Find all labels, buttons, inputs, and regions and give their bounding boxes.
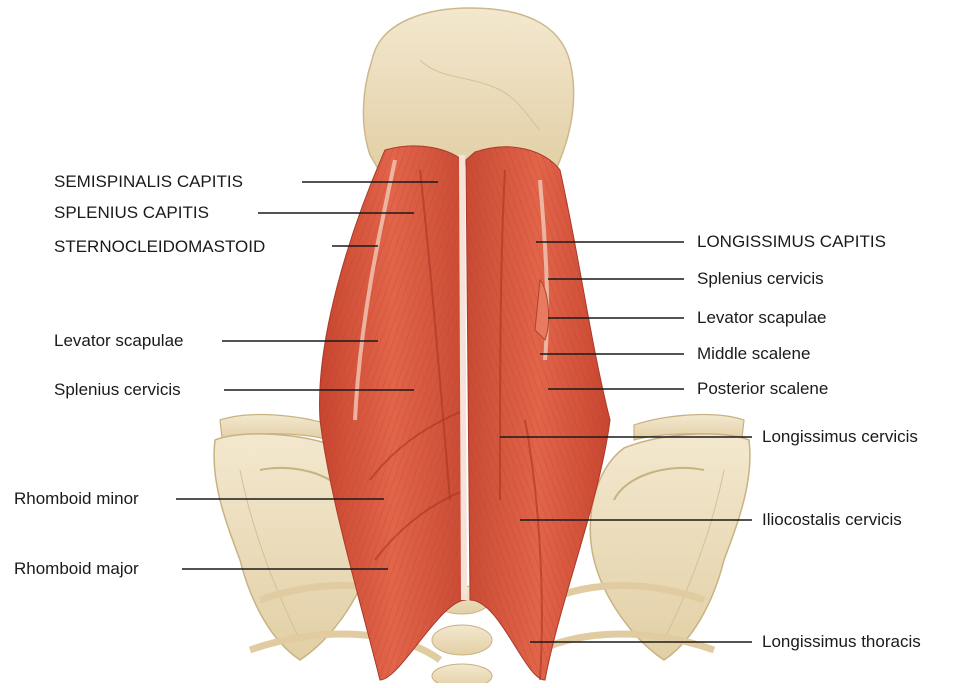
label-splenius-cervicis-left: Splenius cervicis <box>54 380 181 400</box>
label-semispinalis-capitis: SEMISPINALIS CAPITIS <box>54 172 243 192</box>
label-rhomboid-major: Rhomboid major <box>14 559 139 579</box>
right-neck-muscles <box>466 147 610 680</box>
label-posterior-scalene: Posterior scalene <box>697 379 828 399</box>
nuchal-ligament <box>462 155 464 600</box>
label-splenius-capitis: SPLENIUS CAPITIS <box>54 203 209 223</box>
right-scapula <box>590 415 750 660</box>
label-longissimus-thoracis: Longissimus thoracis <box>762 632 921 652</box>
label-middle-scalene: Middle scalene <box>697 344 810 364</box>
label-rhomboid-minor: Rhomboid minor <box>14 489 139 509</box>
label-levator-scapulae-right: Levator scapulae <box>697 308 826 328</box>
label-splenius-cervicis-right: Splenius cervicis <box>697 269 824 289</box>
label-longissimus-cervicis: Longissimus cervicis <box>762 427 918 447</box>
label-sternocleidomastoid: STERNOCLEIDOMASTOID <box>54 237 265 257</box>
label-levator-scapulae-left: Levator scapulae <box>54 331 183 351</box>
label-iliocostalis-cervicis: Iliocostalis cervicis <box>762 510 902 530</box>
label-longissimus-capitis: LONGISSIMUS CAPITIS <box>697 232 886 252</box>
